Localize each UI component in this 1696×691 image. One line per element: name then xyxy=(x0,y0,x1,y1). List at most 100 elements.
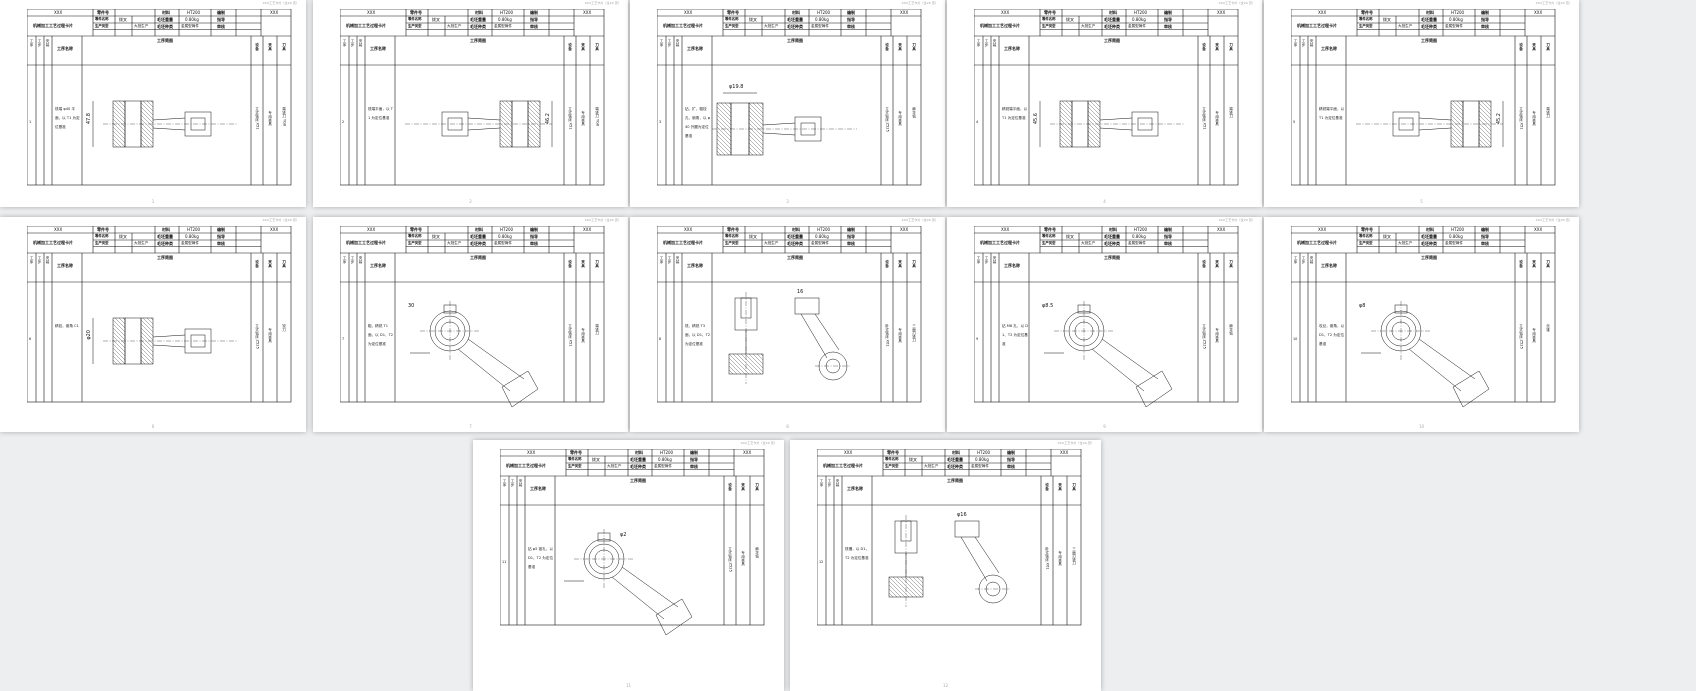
page-header-text: XXX工艺卡片（全20 页） xyxy=(740,441,777,445)
fork-head xyxy=(1452,370,1490,408)
reviewer-label: 指导 xyxy=(1007,457,1015,462)
col-name-label: 工序名称 xyxy=(370,46,386,51)
material-value: HT200 xyxy=(817,227,831,232)
hatch-line xyxy=(527,114,541,128)
blank-weight-value: 0.80kg xyxy=(1449,17,1463,22)
blank-type-label: 毛坯种类 xyxy=(787,241,803,246)
hatch-line xyxy=(888,592,894,598)
col-fixture-label: 夹具 xyxy=(268,260,273,268)
hatch-line xyxy=(140,327,154,341)
hatch-line xyxy=(1450,114,1464,128)
hatch-line xyxy=(509,100,513,104)
dimension-label: 46.2 xyxy=(545,113,551,125)
hatch-line xyxy=(529,100,541,112)
col-step-label: 工步 xyxy=(351,256,356,264)
hatch-line xyxy=(760,353,764,357)
hatch-line xyxy=(1478,110,1492,124)
col-step-label: 工步 xyxy=(985,256,990,264)
col-fixture-label: 夹具 xyxy=(898,260,903,268)
hatch-line xyxy=(720,102,732,114)
production-label: 生产类型 xyxy=(95,241,109,245)
hatch-line xyxy=(744,353,764,373)
hatch-line xyxy=(1059,110,1073,124)
part-name-value: 拨叉 xyxy=(119,17,127,22)
hatch-line xyxy=(900,576,922,598)
arm-edge xyxy=(1099,127,1133,131)
material-value: HT200 xyxy=(977,450,991,455)
equipment-value: 立式铣床 X51 xyxy=(568,324,573,347)
approve-label: 审核 xyxy=(1481,241,1489,246)
card-frame xyxy=(340,9,605,186)
company-right: XXX xyxy=(1217,227,1226,232)
col-tool-label: 刀具 xyxy=(282,260,287,268)
hatch-line xyxy=(1059,142,1065,148)
process-number: 4 xyxy=(976,120,979,124)
hatch-line xyxy=(888,580,906,598)
blank-weight-label: 毛坯重量 xyxy=(787,17,803,22)
part-name-label: 零件名称 xyxy=(1042,17,1056,21)
hatch-line xyxy=(112,327,126,341)
page-number: 9 xyxy=(1103,424,1106,429)
arm-edge xyxy=(621,566,679,608)
fork-slot xyxy=(190,117,206,131)
col-install-label: 安装 xyxy=(359,256,364,264)
hatch-line xyxy=(499,134,513,148)
blank-type-label: 毛坯种类 xyxy=(1421,24,1437,29)
bore-outline xyxy=(511,100,529,148)
company-right: XXX xyxy=(900,10,909,15)
approve-label: 审核 xyxy=(530,24,538,29)
blank-weight-value: 0.80kg xyxy=(185,234,199,239)
hatch-line xyxy=(140,351,154,365)
hatch-line xyxy=(748,110,764,126)
col-install-label: 安装 xyxy=(676,39,681,47)
hatch-line xyxy=(888,588,898,598)
hatch-line xyxy=(1478,122,1492,136)
material-label: 材料 xyxy=(952,450,960,455)
hatch-line xyxy=(760,102,764,106)
hatch-line xyxy=(140,102,154,116)
page-header-text: XXX工艺卡片（全20 页） xyxy=(1218,1,1255,5)
hatch-line xyxy=(888,576,910,598)
card-frame xyxy=(1291,9,1556,186)
page-number: 8 xyxy=(786,424,789,429)
part-name-value: 拨叉 xyxy=(749,17,757,22)
hatch-line xyxy=(1059,106,1073,120)
col-tool-label: 刀具 xyxy=(912,43,917,51)
hatch-line xyxy=(1087,106,1101,120)
col-sketch-label: 工序简图 xyxy=(630,478,646,483)
hatch-line xyxy=(908,576,924,592)
hatch-line xyxy=(1087,118,1101,132)
production-value: 大批生产 xyxy=(1081,24,1096,28)
boss-lug xyxy=(1077,304,1091,314)
hatch-line xyxy=(527,130,541,144)
hatch-line xyxy=(112,359,118,365)
arm-edge xyxy=(814,313,840,351)
blank-type-value: 金属型铸件 xyxy=(1128,24,1146,28)
blank-type-label: 毛坯种类 xyxy=(157,241,173,246)
hatch-line xyxy=(1087,114,1101,128)
col-install-label: 安装 xyxy=(46,256,51,264)
hatch-line xyxy=(499,118,513,132)
fork-slot xyxy=(190,334,206,348)
card-title: 机械加工工艺过程卡片 xyxy=(1297,240,1337,245)
blank-weight-label: 毛坯重量 xyxy=(157,234,173,239)
process-number: 2 xyxy=(342,120,345,124)
blank-weight-value: 0.80kg xyxy=(498,17,512,22)
tool-value: 麻花钻 xyxy=(755,547,760,558)
tool-value: 铰刀 xyxy=(282,324,287,332)
hatch-line xyxy=(748,353,764,369)
part-no-label: 零件号 xyxy=(410,227,422,232)
blank-type-value: 金属型铸件 xyxy=(181,241,199,245)
fork-slot xyxy=(740,297,752,319)
part-no-label: 零件号 xyxy=(97,227,109,232)
blank-weight-label: 毛坯重量 xyxy=(787,234,803,239)
hatch-line xyxy=(499,126,513,140)
hatch-line xyxy=(1450,126,1464,140)
arm-edge xyxy=(960,536,988,582)
col-name-label: 工序名称 xyxy=(1321,263,1337,268)
col-sketch-label: 工序简图 xyxy=(947,478,963,483)
arm-edge xyxy=(974,536,1000,574)
company-right: XXX xyxy=(743,450,752,455)
hatch-line xyxy=(140,323,154,337)
hatch-line xyxy=(1059,126,1073,140)
